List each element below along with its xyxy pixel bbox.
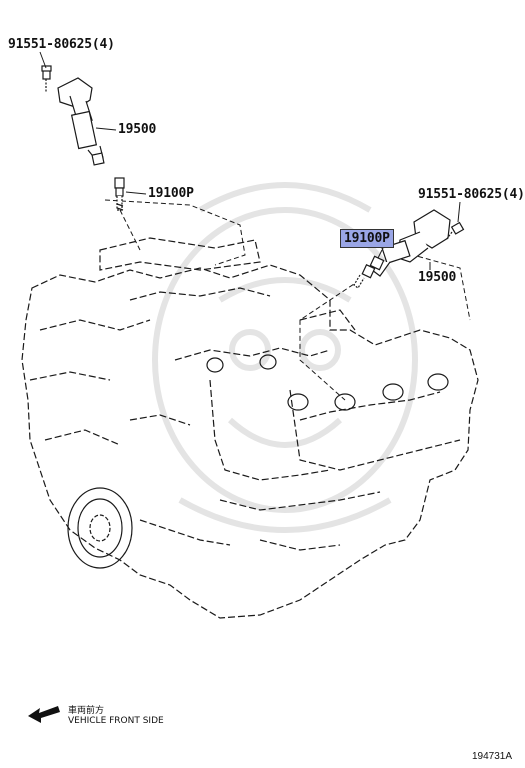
engine-block	[21, 237, 479, 619]
callout-plug-selected[interactable]: 19100P	[340, 229, 394, 248]
legend-label-jp: 車両前方	[68, 706, 105, 716]
callout-bolt-top[interactable]: 91551-80625(4)	[8, 37, 115, 52]
ignition-coil-top[interactable]	[57, 77, 105, 166]
spark-plug-top[interactable]	[114, 177, 125, 211]
spark-plug-selected[interactable]	[353, 255, 385, 289]
bolt-top-left[interactable]	[41, 65, 52, 92]
coil-bores	[206, 354, 449, 411]
callout-coil-top[interactable]: 19500	[118, 122, 157, 137]
legend-label-en: VEHICLE FRONT SIDE	[68, 716, 164, 726]
figure-id: 194731A	[472, 751, 513, 762]
bolt-right[interactable]	[445, 221, 465, 241]
leader-lines	[104, 199, 471, 401]
crank-pulley	[67, 487, 133, 569]
callout-plug-top[interactable]: 19100P	[148, 186, 194, 201]
arrow-left-icon	[28, 706, 60, 723]
callout-coil-right[interactable]: 19500	[418, 270, 457, 285]
ignition-coil-right[interactable]	[371, 209, 451, 277]
callout-bolt-right[interactable]: 91551-80625(4)	[418, 187, 525, 202]
watermark-logo	[152, 182, 418, 533]
